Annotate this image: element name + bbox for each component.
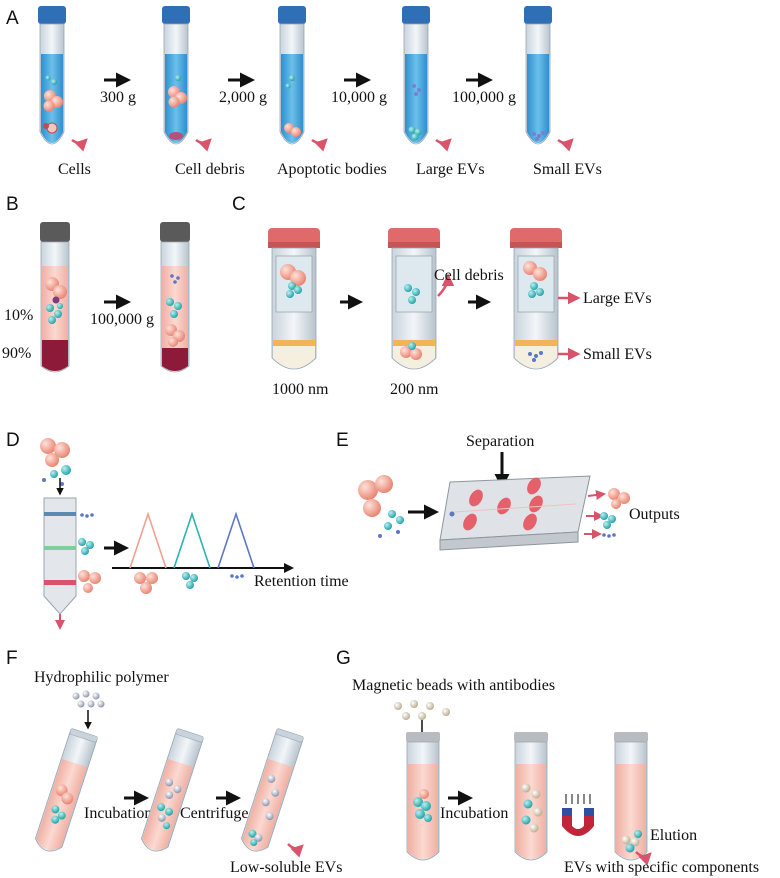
vesicle-mix: [40, 438, 71, 486]
elution-label: Elution: [650, 827, 697, 844]
panel-f: F Hydrophilic polymer Incubation: [6, 648, 342, 876]
axis-label: Retention time: [254, 573, 349, 590]
tube-c2: [388, 228, 440, 370]
pink-arrow: [437, 273, 455, 297]
tube-a3: [278, 6, 306, 145]
tube-a4: [402, 6, 430, 145]
tube-cap: [38, 6, 66, 24]
panel-a-letter: A: [6, 8, 19, 29]
tube-f1: [34, 728, 98, 852]
panel-f-letter: F: [6, 648, 18, 669]
pore-label: 200 nm: [390, 381, 439, 398]
panel-c-letter: C: [232, 194, 246, 215]
debris-label: Cell debris: [434, 267, 504, 284]
step-label: Centrifuge: [180, 805, 248, 822]
panel-g: G Magnetic beads with antibodies Incubat…: [336, 648, 759, 876]
sec-column: [43, 497, 77, 630]
peak-medium: [173, 511, 211, 569]
peak-small: [217, 511, 255, 569]
input-vesicles: [358, 475, 404, 538]
polymer-particles: [72, 690, 105, 708]
pellet-arrow: [71, 138, 88, 152]
reagent-label: Magnetic beads with antibodies: [352, 677, 555, 694]
pore-label: 1000 nm: [272, 381, 329, 398]
magnet-icon: [562, 794, 594, 836]
pellet-label: Small EVs: [533, 161, 602, 178]
panel-d-letter: D: [6, 430, 20, 451]
tube-a1: [38, 6, 66, 145]
speed-label: 2,000 g: [219, 89, 267, 106]
step-label: Incubation: [440, 805, 508, 822]
magnetic-beads: [394, 700, 450, 720]
density-top-label: 10%: [4, 307, 33, 324]
small-ev-label: Small EVs: [583, 346, 652, 363]
panel-e: E Separation: [336, 430, 680, 551]
column-outputs: [78, 513, 101, 593]
tube-f3: [240, 728, 304, 852]
microfluidic-chip: [439, 475, 591, 551]
tube-g3: [614, 732, 648, 861]
pellet-label: Large EVs: [416, 161, 485, 178]
tube-b1: [40, 222, 70, 373]
panel-c: C 1000 nm: [232, 194, 652, 398]
density-bottom-label: 90%: [2, 345, 31, 362]
peak-large: [129, 511, 167, 569]
pellet-label: Cells: [58, 161, 91, 178]
tube-c3: [510, 228, 562, 370]
separation-label: Separation: [466, 433, 534, 450]
step-label: Incubation: [84, 805, 152, 822]
panel-b: B 10% 90% 100,000 g: [2, 194, 190, 373]
result-label: Low-soluble EVs: [230, 859, 342, 876]
panel-b-letter: B: [6, 194, 19, 215]
tube-f2: [140, 728, 204, 852]
tube-g2: [514, 732, 548, 861]
reagent-label: Hydrophilic polymer: [34, 669, 169, 686]
speed-label: 100,000 g: [452, 89, 516, 106]
tube-a2: [162, 6, 190, 145]
tube-b2: [160, 222, 190, 373]
chromatogram: [112, 511, 294, 594]
speed-label: 10,000 g: [331, 89, 387, 106]
tube-c1: [268, 228, 320, 370]
large-ev-label: Large EVs: [583, 290, 652, 307]
speed-label: 300 g: [100, 89, 136, 106]
tube-g1: [406, 732, 440, 861]
output-vesicles: [600, 488, 630, 538]
pellet-label: Cell debris: [175, 161, 245, 178]
outputs-label: Outputs: [629, 506, 680, 523]
speed-label: 100,000 g: [90, 311, 154, 328]
panel-a: A: [6, 6, 602, 178]
panel-g-letter: G: [336, 648, 351, 669]
panel-d: D: [6, 430, 349, 630]
result-label: EVs with specific components: [564, 859, 759, 876]
tube-a5: [524, 6, 552, 145]
panel-e-letter: E: [336, 430, 349, 451]
pellet-label: Apoptotic bodies: [277, 161, 387, 178]
